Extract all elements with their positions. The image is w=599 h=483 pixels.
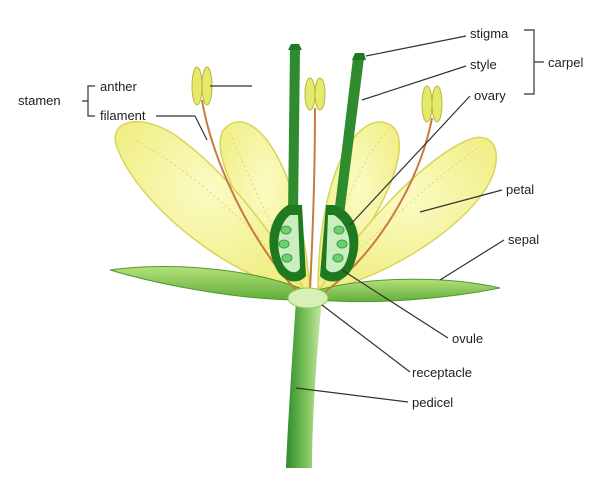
anther-right — [422, 86, 442, 122]
anther-left — [192, 67, 212, 105]
label-carpel: carpel — [548, 55, 583, 70]
stigma-right — [352, 53, 366, 60]
label-sepal: sepal — [508, 232, 539, 247]
label-anther: anther — [100, 79, 137, 94]
label-pedicel: pedicel — [412, 395, 453, 410]
label-stigma: stigma — [470, 26, 508, 41]
anther-middle — [305, 78, 325, 110]
label-filament: filament — [100, 108, 146, 123]
label-stamen: stamen — [18, 93, 61, 108]
leader-sepal — [440, 240, 504, 280]
stamen-bracket — [82, 86, 95, 116]
carpel-bracket — [524, 30, 544, 94]
label-ovary: ovary — [474, 88, 506, 103]
leader-receptacle — [322, 305, 410, 372]
stigma-left — [288, 44, 302, 50]
style-left — [288, 48, 300, 215]
pedicel-stem — [286, 300, 322, 468]
leader-stigma — [366, 36, 466, 56]
label-style: style — [470, 57, 497, 72]
leader-style — [362, 66, 466, 100]
label-receptacle: receptacle — [412, 365, 472, 380]
label-petal: petal — [506, 182, 534, 197]
label-ovule: ovule — [452, 331, 483, 346]
